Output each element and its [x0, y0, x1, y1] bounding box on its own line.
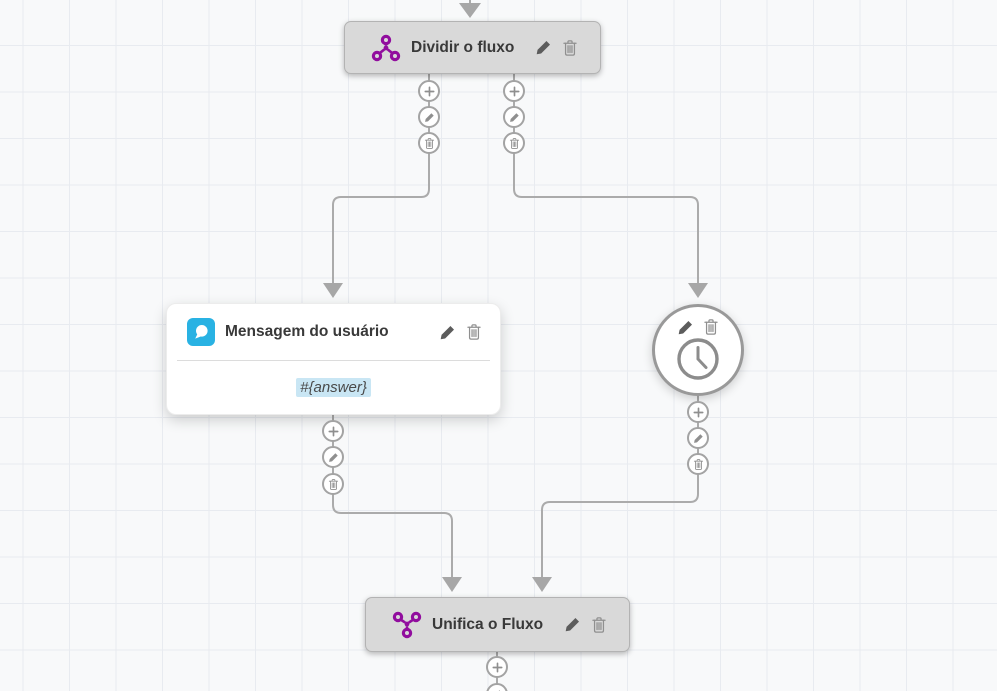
edit-icon[interactable]: [677, 319, 694, 336]
clock-icon: [676, 337, 720, 381]
user-message-node[interactable]: Mensagem do usuário #{answer}: [166, 303, 501, 415]
insert-block-button[interactable]: [503, 80, 525, 102]
node-title: Unifica o Fluxo: [432, 615, 544, 633]
pencil-icon: [693, 433, 704, 444]
edge-timer-to-merge: [541, 476, 699, 578]
arrowhead-into-merge-right: [532, 577, 552, 592]
delete-icon[interactable]: [562, 39, 578, 57]
header-divider: [177, 360, 490, 361]
split-flow-node[interactable]: Dividir o fluxo: [344, 21, 601, 74]
trash-icon: [509, 137, 520, 150]
pencil-icon: [328, 452, 339, 463]
plus-icon: [491, 661, 504, 674]
insert-block-button[interactable]: [486, 656, 508, 678]
trash-icon: [328, 478, 339, 491]
pencil-icon: [424, 112, 435, 123]
pencil-icon: [509, 112, 520, 123]
node-title: Mensagem do usuário: [225, 323, 389, 340]
delete-icon[interactable]: [591, 616, 607, 634]
user-message-header: Mensagem do usuário: [167, 304, 500, 360]
edit-edge-button[interactable]: [418, 106, 440, 128]
edge-split-to-message: [332, 154, 430, 284]
node-actions: [564, 616, 607, 634]
arrowhead-into-message: [323, 283, 343, 298]
edit-icon[interactable]: [439, 324, 456, 341]
arrowhead-into-timer: [688, 283, 708, 298]
delete-icon[interactable]: [466, 323, 482, 341]
edit-edge-button[interactable]: [687, 427, 709, 449]
node-actions: [535, 39, 578, 57]
arrowhead-into-merge-left: [442, 577, 462, 592]
plus-icon: [327, 425, 340, 438]
plus-icon: [423, 85, 436, 98]
node-actions: [439, 323, 482, 341]
plus-icon: [692, 406, 705, 419]
delete-edge-button[interactable]: [418, 132, 440, 154]
delete-edge-button[interactable]: [687, 453, 709, 475]
node-actions: [677, 318, 719, 336]
edit-icon[interactable]: [535, 39, 552, 56]
user-message-body: #{answer}: [167, 361, 500, 414]
chat-bubble-icon: [187, 318, 215, 346]
edge-message-to-merge: [332, 496, 453, 578]
plus-icon: [508, 85, 521, 98]
merge-flow-node[interactable]: Unifica o Fluxo: [365, 597, 630, 652]
insert-block-button[interactable]: [322, 420, 344, 442]
node-title: Dividir o fluxo: [411, 38, 515, 56]
delete-edge-button[interactable]: [322, 473, 344, 495]
timer-node[interactable]: [652, 304, 744, 396]
edit-edge-button[interactable]: [503, 106, 525, 128]
trash-icon: [424, 137, 435, 150]
arrowhead-into-split: [459, 3, 481, 18]
edge-split-to-timer: [513, 154, 699, 284]
edit-edge-button[interactable]: [322, 446, 344, 468]
delete-icon[interactable]: [703, 318, 719, 336]
answer-variable-chip: #{answer}: [296, 378, 371, 397]
insert-block-button[interactable]: [418, 80, 440, 102]
trash-icon: [693, 458, 704, 471]
merge-flow-icon: [392, 611, 422, 639]
insert-block-button[interactable]: [687, 401, 709, 423]
delete-edge-button[interactable]: [503, 132, 525, 154]
edit-icon[interactable]: [564, 616, 581, 633]
split-flow-icon: [371, 34, 401, 62]
